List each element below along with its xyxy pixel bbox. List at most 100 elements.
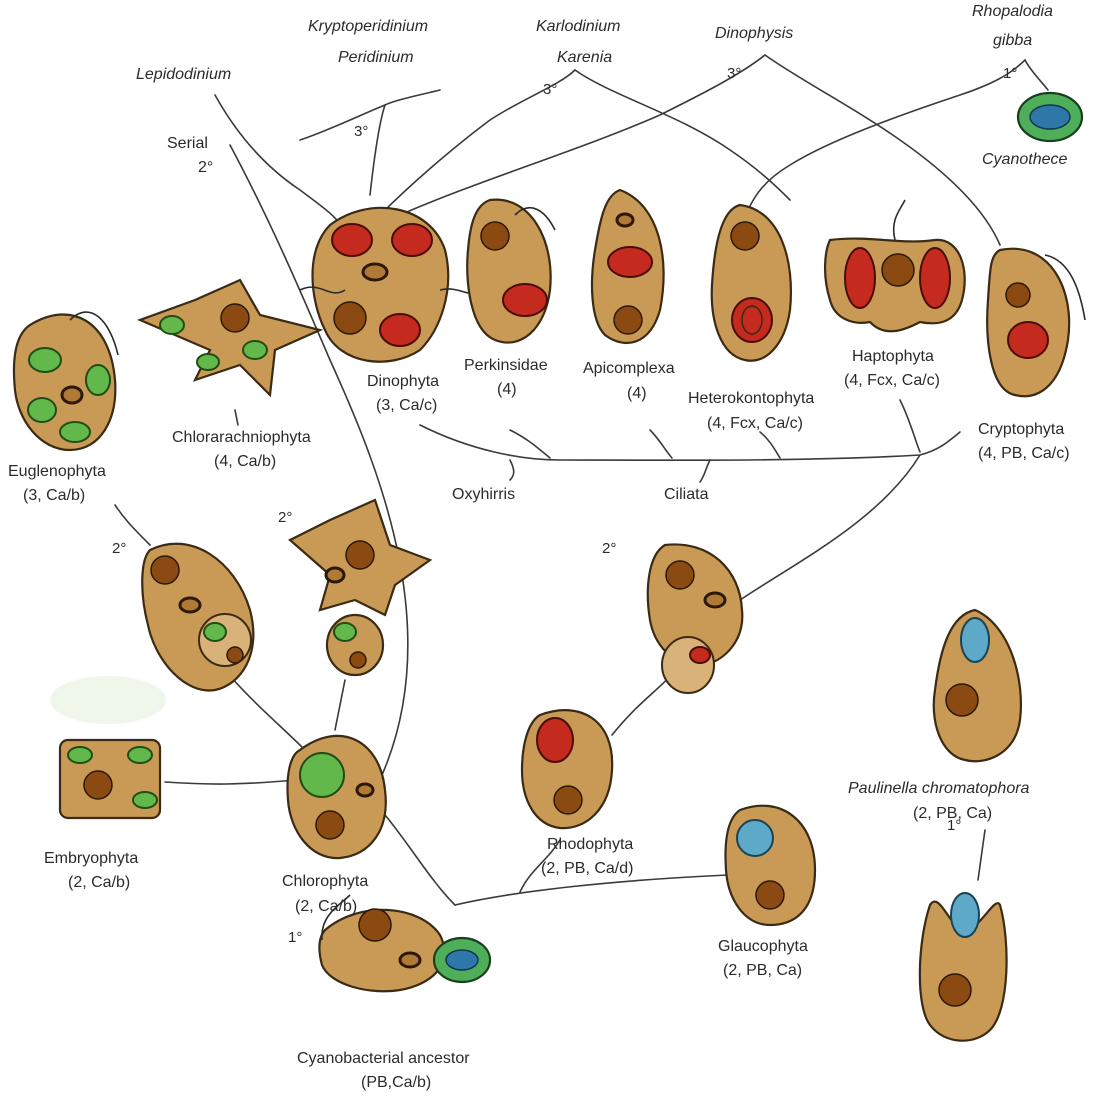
label-apicomplexa: Apicomplexa (583, 360, 675, 377)
glaucophyta-cell (724, 804, 817, 927)
paulinella-cell (932, 608, 1022, 763)
label-cyanobacterial-ancestor-detail: (PB,Ca/b) (361, 1074, 431, 1091)
label-paulinella-detail: (2, PB, Ca) (913, 805, 992, 822)
label-karenia: Karenia (557, 49, 612, 66)
green-secondary-chlorarachnio-cell (288, 498, 433, 677)
label-perkinsidae: Perkinsidae (464, 357, 548, 374)
label-rhopalodia-2: gibba (993, 32, 1032, 49)
label-heterokontophyta: Heterokontophyta (688, 390, 814, 407)
label-heterokontophyta-detail: (4, Fcx, Ca/c) (707, 415, 803, 432)
tertiary-dinophysis-right (764, 54, 1001, 246)
tertiary-lepidodinium (214, 94, 346, 231)
label-chlorarachniophyta-detail: (4, Ca/b) (214, 453, 276, 470)
embryophyta-cell (50, 676, 166, 820)
label-dinophysis: Dinophysis (715, 25, 793, 42)
mark-2-red: 2° (602, 540, 616, 557)
label-euglenophyta: Euglenophyta (8, 463, 106, 480)
label-perkinsidae-detail: (4) (497, 381, 517, 398)
branch-red2-tree (739, 454, 921, 601)
taxa-labels: Lepidodinium Kryptoperidinium Peridinium… (136, 3, 1067, 797)
label-dinophyta: Dinophyta (367, 373, 439, 390)
group-labels: Dinophyta (3, Ca/c) Perkinsidae (4) Apic… (8, 348, 1070, 1091)
branch-chlorophyta-chlorarachnio (334, 679, 346, 731)
mark-1-rhopalodia: 1° (1003, 65, 1017, 82)
branch-perkinsidae (509, 429, 551, 459)
mark-2-chlorarachnio: 2° (278, 509, 292, 526)
label-rhopalodia-1: Rhopalodia (972, 3, 1053, 20)
label-lepidodinium: Lepidodinium (136, 66, 231, 83)
branch-ancestor-to-chlorophyta (384, 814, 456, 906)
label-glaucophyta-detail: (2, PB, Ca) (723, 962, 802, 979)
branch-heterokont (759, 431, 781, 459)
euglenophyta-cell (12, 311, 119, 452)
branch-euglena-label (114, 504, 151, 546)
branch-chromalveolate-arch (419, 424, 961, 462)
paulinella-primary-cell (918, 892, 1008, 1042)
label-cyanothece: Cyanothece (982, 151, 1067, 168)
label-peridinium: Peridinium (338, 49, 414, 66)
mark-1-paulinella: 1° (947, 817, 961, 834)
branch-to-rhodophyta (519, 839, 561, 893)
label-cryptophyta: Cryptophyta (978, 421, 1064, 438)
label-oxyhirris: Oxyhirris (452, 486, 515, 503)
haptophyta-cell (824, 199, 966, 333)
label-dinophyta-detail: (3, Ca/c) (376, 397, 437, 414)
branch-apicomplexa (649, 429, 673, 459)
tertiary-karenia-right (574, 69, 791, 201)
label-haptophyta-detail: (4, Fcx, Ca/c) (844, 372, 940, 389)
label-karlodinium: Karlodinium (536, 18, 620, 35)
branch-ciliata (699, 459, 711, 483)
branch-paulinella (977, 829, 986, 881)
label-glaucophyta: Glaucophyta (718, 938, 808, 955)
tree-lines (114, 54, 1049, 906)
cryptophyta-cell (986, 247, 1086, 398)
primary-rhopalodia-right (1024, 59, 1049, 91)
rhodophyta-cell (520, 709, 614, 830)
cyanothece-cell (1016, 91, 1084, 143)
dinophyta-cell (299, 206, 481, 363)
label-haptophyta: Haptophyta (852, 348, 934, 365)
mark-3-c: 3° (727, 65, 741, 82)
label-ciliata: Ciliata (664, 486, 709, 503)
endosymbiosis-markers: Serial 2° 3° 3° 3° 1° 2° 2° 2° 1° 1° (112, 65, 1017, 946)
label-serial-2: 2° (198, 159, 213, 176)
label-euglenophyta-detail: (3, Ca/b) (23, 487, 85, 504)
tertiary-peridinium-fork (369, 89, 441, 196)
label-chlorophyta-detail: (2, Ca/b) (295, 898, 357, 915)
branch-haptophyta (899, 399, 921, 453)
red-secondary-cell (646, 543, 744, 694)
branch-ancestor-to-glaucophyta (454, 874, 729, 906)
label-kryptoperidinium: Kryptoperidinium (308, 18, 428, 35)
chlorophyta-cell (286, 734, 387, 860)
chlorarachniophyta-cell (137, 278, 324, 398)
label-chlorarachniophyta: Chlorarachniophyta (172, 429, 311, 446)
label-chlorophyta: Chlorophyta (282, 873, 368, 890)
tertiary-peridinium-left (299, 104, 386, 141)
mark-3-b: 3° (543, 81, 557, 98)
label-paulinella: Paulinella chromatophora (848, 780, 1030, 797)
tertiary-dinophysis-fork (399, 54, 766, 216)
branch-oxyhirris (509, 459, 515, 481)
cyanobacterial-ancestor-cell (318, 894, 492, 993)
perkinsidae-cell (466, 198, 556, 344)
label-cryptophyta-detail: (4, PB, Ca/c) (978, 445, 1070, 462)
branch-serial (229, 144, 409, 791)
green-secondary-euglena-cell (141, 542, 255, 692)
label-rhodophyta-detail: (2, PB, Ca/d) (541, 860, 633, 877)
mark-1-ancestor: 1° (288, 929, 302, 946)
label-embryophyta: Embryophyta (44, 850, 138, 867)
branch-chlorarachnio-label (234, 409, 239, 426)
label-embryophyta-detail: (2, Ca/b) (68, 874, 130, 891)
mark-2-euglena: 2° (112, 540, 126, 557)
heterokontophyta-cell (710, 203, 792, 362)
label-serial: Serial (167, 135, 208, 152)
label-apicomplexa-detail: (4) (627, 385, 647, 402)
mark-3-a: 3° (354, 123, 368, 140)
branch-chlorophyta-embryophyta (164, 779, 296, 785)
primary-rhopalodia (747, 59, 1026, 211)
branch-chlorophyta-euglena (224, 669, 306, 751)
label-cyanobacterial-ancestor: Cyanobacterial ancestor (297, 1050, 470, 1067)
apicomplexa-cell (590, 188, 665, 344)
